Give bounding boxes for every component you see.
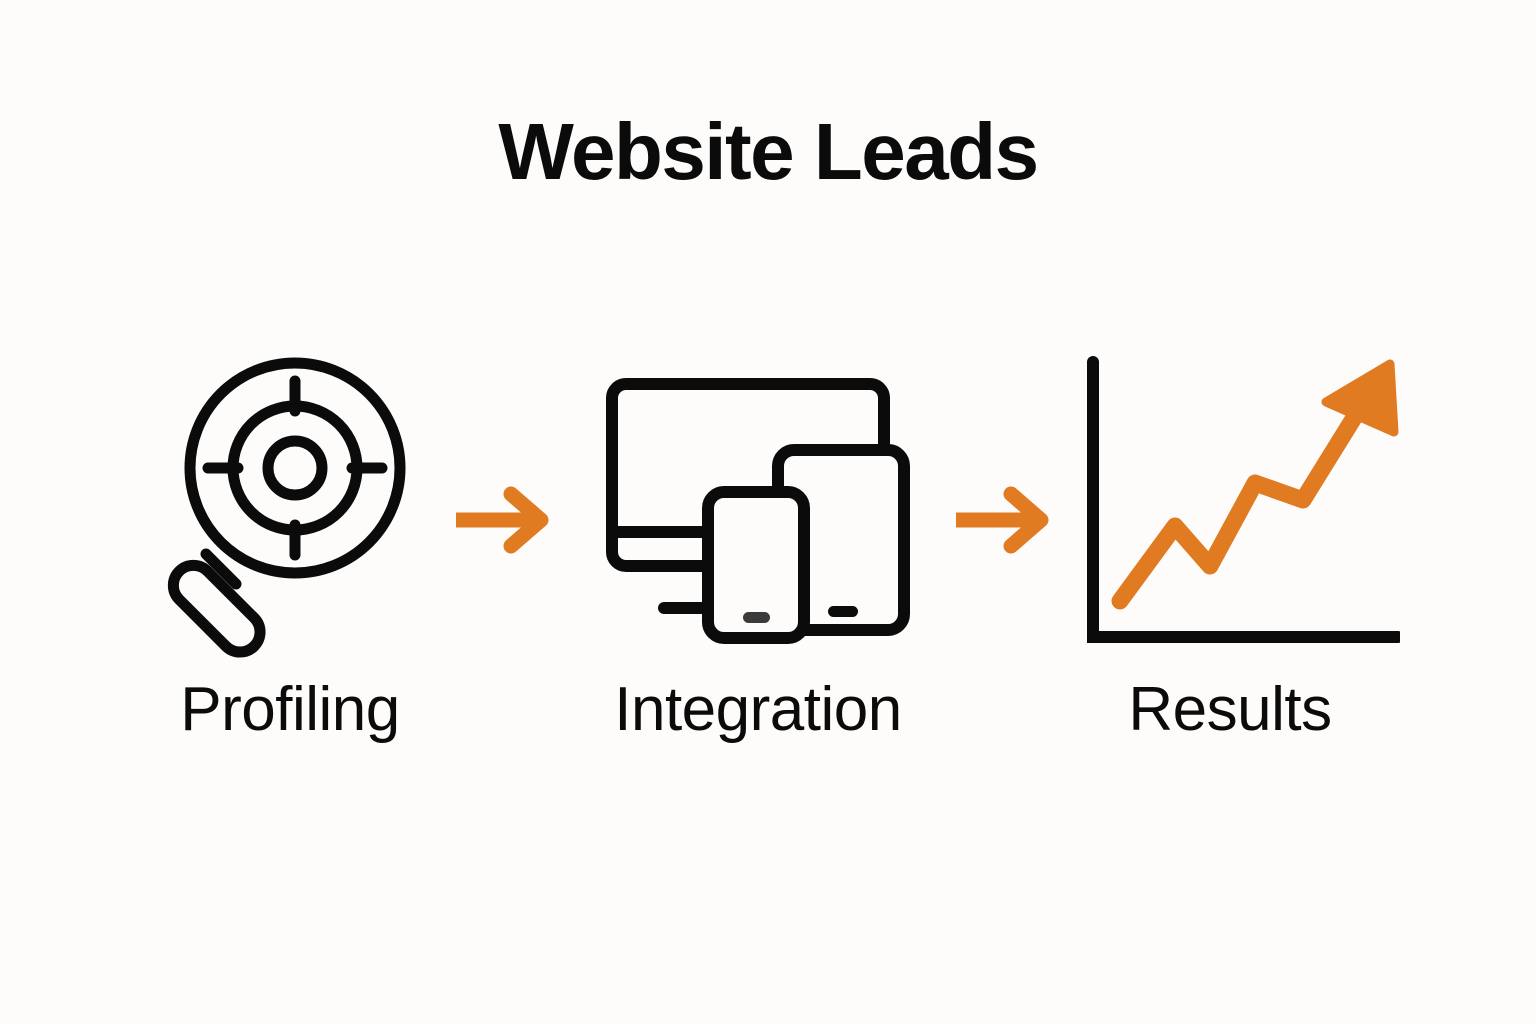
step-label-results: Results xyxy=(1128,675,1332,744)
trend-line xyxy=(1111,399,1369,610)
process-flow-steps: Profiling xyxy=(0,340,1536,800)
step-profiling: Profiling xyxy=(120,340,460,800)
step-label-integration: Integration xyxy=(614,675,902,744)
page-title: Website Leads xyxy=(498,107,1039,196)
connector-profiling-to-integration xyxy=(448,480,568,560)
arrow-right-icon xyxy=(456,486,549,554)
arrow-right-icon xyxy=(956,486,1049,554)
magnifier-target-icon xyxy=(167,357,406,658)
step-results: Results xyxy=(1060,340,1400,800)
step-integration: Integration xyxy=(588,340,928,800)
trend-arrowhead xyxy=(1321,359,1399,437)
chart-axes xyxy=(1087,356,1400,643)
multi-device-icon xyxy=(606,378,910,644)
growth-chart-icon xyxy=(1087,356,1400,643)
phone-shape xyxy=(702,486,810,644)
connector-integration-to-results xyxy=(948,480,1068,560)
step-label-profiling: Profiling xyxy=(180,675,400,744)
